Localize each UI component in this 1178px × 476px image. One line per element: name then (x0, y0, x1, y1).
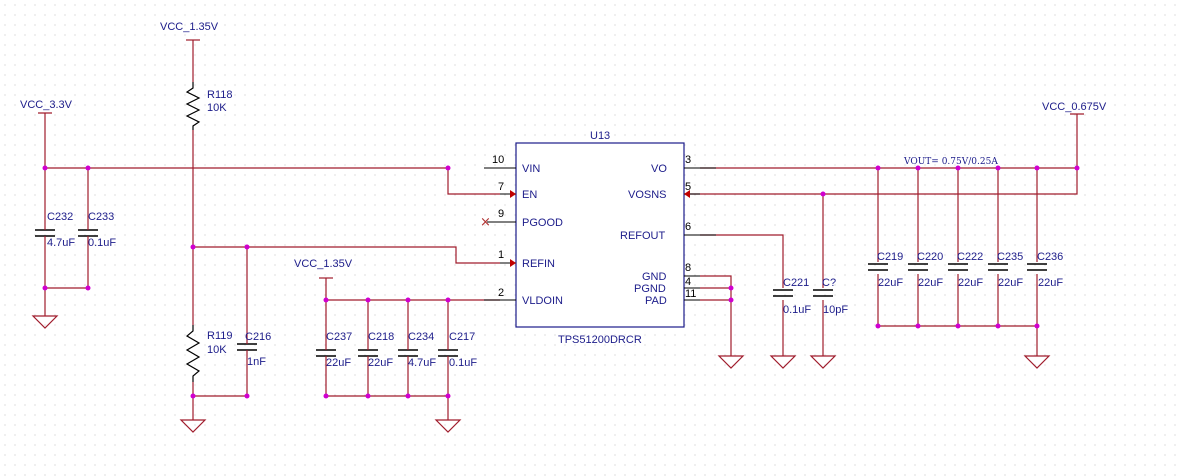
capacitor-ref-c232: C232 (47, 211, 73, 223)
capacitor-value-c219: 22uF (878, 277, 903, 289)
capacitor-value-c-unassigned: 10pF (823, 304, 848, 316)
pin-name-refin: REFIN (522, 258, 555, 270)
pin-name-gnd: GND (642, 271, 667, 283)
pin-name-en: EN (522, 189, 537, 201)
power-ports (38, 39, 1084, 279)
capacitor-value-c220: 22uF (918, 277, 943, 289)
capacitor-c232 (35, 216, 55, 254)
ground-icon (809, 355, 837, 369)
capacitor-value-c237: 22uF (326, 357, 351, 369)
pin-name-pad: PAD (645, 295, 667, 307)
junctions (42, 165, 1080, 399)
capacitor-ref-c236: C236 (1037, 251, 1063, 263)
capacitor-ref-c216: C216 (245, 331, 271, 343)
resistor-r118 (185, 82, 201, 130)
pin-name-vldoin: VLDOIN (522, 295, 563, 307)
pin-name-vo: VO (651, 163, 667, 175)
capacitor-ref-c-unassigned: C? (822, 277, 836, 289)
capacitor-value-c222: 22uF (958, 277, 983, 289)
capacitor-ref-c217: C217 (449, 331, 475, 343)
capacitor-ref-c233: C233 (88, 211, 114, 223)
pin-name-vin: VIN (522, 163, 540, 175)
capacitor-c234 (398, 340, 418, 375)
resistor-value-r119: 10K (207, 344, 227, 356)
pin-num-refout: 6 (685, 221, 691, 233)
capacitor-c217 (438, 340, 458, 375)
ground-icon (179, 419, 207, 433)
ground-symbols (31, 315, 1051, 433)
capacitor-c216 (237, 330, 257, 368)
vout-annotation: VOUT= 0.75V/0.25A (903, 157, 998, 167)
capacitor-ref-c219: C219 (877, 251, 903, 263)
ic-ref: U13 (590, 130, 610, 142)
capacitor-value-c218: 22uF (368, 357, 393, 369)
capacitor-c222 (948, 263, 968, 271)
capacitor-c236 (1027, 263, 1047, 271)
pin-num-en: 7 (498, 181, 504, 193)
resistor-ref-r118: R118 (207, 89, 232, 101)
pin-num-vin: 10 (492, 154, 504, 166)
net-label-vcc-1v35-top: VCC_1.35V (160, 21, 219, 33)
net-label-vcc-0v675: VCC_0.675V (1042, 101, 1107, 113)
arrow-icon (510, 259, 516, 267)
pin-name-pgnd: PGND (634, 283, 666, 295)
pin-name-refout: REFOUT (620, 230, 666, 242)
capacitor-c-unassigned (813, 289, 833, 297)
arrow-icon (684, 190, 690, 198)
capacitor-c221 (773, 289, 793, 297)
capacitor-ref-c221: C221 (783, 277, 809, 289)
capacitor-value-c221: 0.1uF (783, 304, 811, 316)
capacitor-ref-c222: C222 (957, 251, 983, 263)
capacitor-value-c232: 4.7uF (47, 237, 75, 249)
resistor-r119 (185, 325, 201, 382)
pin-num-vldoin: 2 (498, 287, 504, 299)
ground-icon (434, 419, 462, 433)
capacitor-c233 (78, 216, 98, 254)
capacitor-ref-c218: C218 (368, 331, 394, 343)
capacitor-value-c233: 0.1uF (88, 237, 116, 249)
pin-num-vosns: 5 (685, 181, 691, 193)
ground-icon (769, 355, 797, 369)
pin-name-vosns: VOSNS (628, 189, 667, 201)
ground-icon (1023, 355, 1051, 369)
capacitor-ref-c234: C234 (408, 331, 434, 343)
pin-num-pad: 11 (685, 288, 696, 300)
resistor-value-r118: 10K (207, 102, 227, 114)
ic-u13 (484, 142, 716, 328)
wires (44, 40, 1078, 420)
pin-num-pgnd: 4 (685, 276, 691, 288)
capacitor-value-c216: 1nF (247, 356, 266, 368)
pin-num-vo: 3 (685, 154, 691, 166)
capacitor-c220 (908, 263, 928, 271)
arrow-icon (510, 190, 516, 198)
pin-num-gnd: 8 (685, 262, 691, 274)
pin-name-pgood: PGOOD (522, 217, 563, 229)
ic-part-number: TPS51200DRCR (558, 334, 642, 346)
ground-icon (717, 355, 745, 369)
capacitor-c235 (988, 263, 1008, 271)
capacitor-value-c236: 22uF (1038, 277, 1063, 289)
capacitor-value-c234: 4.7uF (408, 357, 436, 369)
pin-num-refin: 1 (498, 249, 504, 261)
capacitor-c218 (358, 340, 378, 375)
capacitor-ref-c220: C220 (917, 251, 943, 263)
ground-icon (31, 315, 59, 329)
capacitor-c219 (868, 263, 888, 271)
ic-body (515, 142, 685, 328)
capacitor-value-c235: 22uF (998, 277, 1023, 289)
capacitor-value-c217: 0.1uF (449, 357, 477, 369)
capacitor-ref-c235: C235 (997, 251, 1023, 263)
no-connect-icon: × (480, 215, 491, 230)
net-label-vcc-1v35-mid: VCC_1.35V (294, 258, 353, 270)
pin-num-pgood: 9 (498, 208, 504, 220)
capacitor-c237 (316, 340, 336, 375)
resistor-ref-r119: R119 (207, 330, 232, 342)
net-label-vcc-3v3: VCC_3.3V (20, 99, 73, 111)
capacitor-ref-c237: C237 (326, 331, 352, 343)
